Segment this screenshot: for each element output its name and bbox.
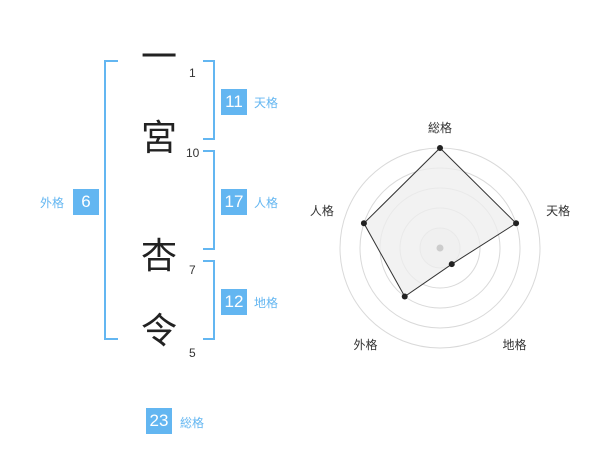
stroke-count-4: 5 xyxy=(189,346,196,360)
soukaku-value-badge: 23 xyxy=(146,408,172,434)
stroke-count-3: 7 xyxy=(189,263,196,277)
stroke-count-2: 10 xyxy=(186,146,200,160)
radar-axis-label: 人格 xyxy=(310,203,334,218)
radar-axis-label: 外格 xyxy=(353,337,377,352)
radar-point-1 xyxy=(437,145,443,151)
radar-axis-label: 地格 xyxy=(503,337,527,352)
soukaku-label: 総格 xyxy=(180,416,205,430)
name-char-2: 宮 xyxy=(140,118,177,159)
tenkaku-value-badge: 11 xyxy=(221,89,247,115)
gaikaku-value-badge: 6 xyxy=(73,189,99,215)
radar-point-3 xyxy=(448,261,455,268)
chikaku-bracket xyxy=(203,260,215,340)
name-char-3: 杏 xyxy=(140,236,177,277)
chikaku-label: 地格 xyxy=(254,296,279,310)
jinkaku-value-badge: 17 xyxy=(221,189,247,215)
tenkaku-label: 天格 xyxy=(254,96,279,110)
gaikaku-bracket xyxy=(104,60,118,340)
jinkaku-bracket xyxy=(203,150,215,250)
radar-axis-label: 総格 xyxy=(428,120,452,135)
name-char-1: 一 xyxy=(140,37,177,78)
radar-axis-label: 天格 xyxy=(546,203,570,218)
tenkaku-bracket xyxy=(203,60,215,140)
radar-data-polygon xyxy=(363,147,517,298)
gaikaku-label: 外格 xyxy=(40,196,65,210)
jinkaku-label: 人格 xyxy=(254,196,279,210)
stroke-count-1: 1 xyxy=(189,66,196,80)
name-char-4: 令 xyxy=(140,311,177,352)
radar-point-5 xyxy=(360,220,367,227)
chikaku-value-badge: 12 xyxy=(221,289,247,315)
radar-center-dot xyxy=(436,244,444,252)
radar-point-2 xyxy=(513,220,520,227)
radar-point-4 xyxy=(401,293,408,300)
